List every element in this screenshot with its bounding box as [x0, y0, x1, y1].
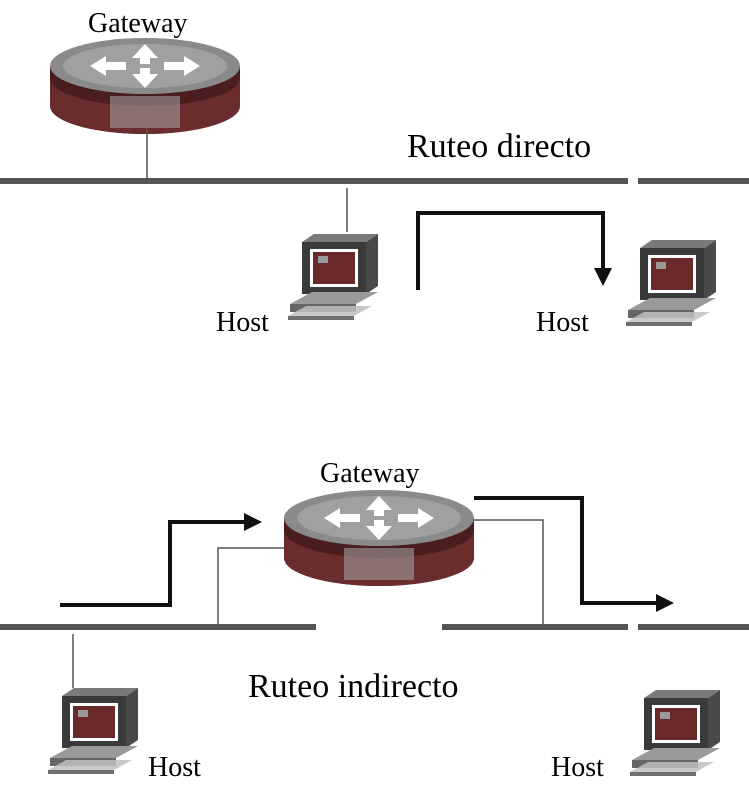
bottom-host-right-label: Host — [551, 752, 604, 783]
bottom-network-segment-left — [0, 624, 316, 630]
top-network-segment-right — [638, 178, 749, 184]
top-direct-route-arrow-icon — [594, 268, 612, 286]
bottom-host-right-computer-icon — [630, 690, 720, 776]
top-host-right-computer-icon — [626, 240, 716, 326]
bottom-gateway-link-left — [218, 548, 284, 624]
bottom-host-left-computer-icon — [48, 688, 138, 774]
top-host-right-label: Host — [536, 307, 589, 338]
top-network-segment-left — [0, 178, 628, 184]
bottom-route-arrow-out-icon — [656, 594, 674, 612]
bottom-panel-title: Ruteo indirecto — [248, 668, 459, 705]
top-gateway-label: Gateway — [88, 8, 188, 39]
bottom-network-segment-middle — [442, 624, 628, 630]
bottom-route-arrow-out-line — [474, 498, 658, 603]
top-host-left-computer-icon — [288, 234, 378, 320]
top-panel-title: Ruteo directo — [407, 128, 591, 165]
top-direct-route-arrow-line — [418, 213, 603, 290]
bottom-host-left-label: Host — [148, 752, 201, 783]
bottom-route-arrow-in-icon — [244, 513, 262, 531]
bottom-gateway-label: Gateway — [320, 458, 420, 489]
bottom-gateway-link-right — [474, 520, 543, 624]
bottom-network-segment-right — [638, 624, 749, 630]
bottom-gateway-router-icon — [284, 490, 474, 586]
top-host-left-label: Host — [216, 307, 269, 338]
top-gateway-router-icon — [50, 38, 240, 134]
